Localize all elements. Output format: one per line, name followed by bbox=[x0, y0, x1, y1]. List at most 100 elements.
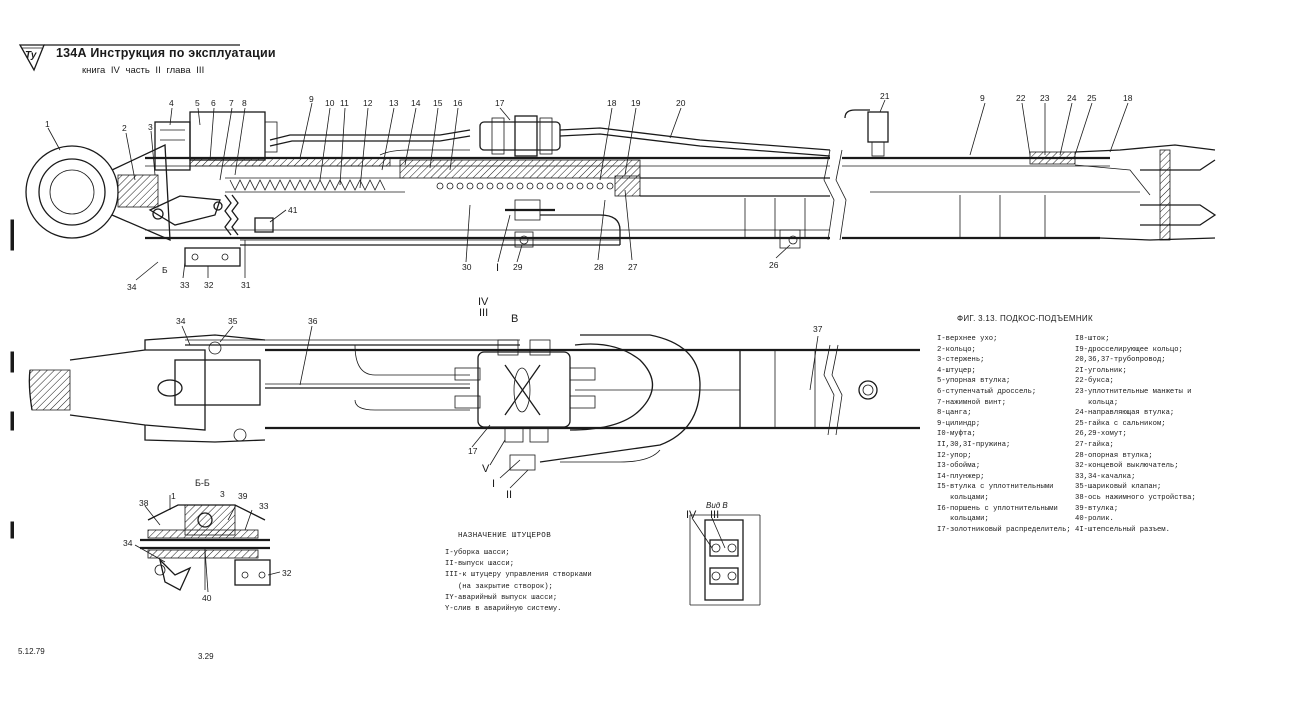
callouts-top-right: 21 9 22 23 24 25 18 bbox=[880, 91, 1133, 103]
callout: 34 bbox=[127, 282, 137, 292]
callout-roman: В bbox=[511, 313, 518, 325]
callout: 19 bbox=[631, 98, 641, 108]
callout: 21 bbox=[880, 91, 890, 101]
view-v-labels: Вид В IV III bbox=[686, 501, 728, 521]
legend-item: 23-уплотнительные манжеты и bbox=[1075, 387, 1192, 396]
tupolev-logo: Ту bbox=[18, 44, 240, 72]
callout: 9 bbox=[309, 94, 314, 104]
margin-marks bbox=[10, 219, 14, 539]
section-b-b-labels: Б-Б 38 1 3 39 33 34 32 40 bbox=[123, 478, 292, 603]
legend-item: 9-цилиндр; bbox=[937, 419, 981, 428]
callout: 18 bbox=[607, 98, 617, 108]
callout-roman: III bbox=[710, 509, 719, 521]
callout: 30 bbox=[462, 262, 472, 272]
page-subtitle: книга IV часть II глава III bbox=[82, 65, 205, 76]
footer-date: 5.12.79 bbox=[18, 647, 45, 656]
callout: 1 bbox=[45, 119, 50, 129]
purpose-item: Y-слив в аварийную систему. bbox=[445, 605, 562, 614]
callout-roman: I bbox=[492, 478, 495, 490]
legend-item: 7-нажимной винт; bbox=[937, 398, 1007, 407]
callout: 29 bbox=[513, 262, 523, 272]
legend-item: кольцами; bbox=[937, 515, 989, 524]
legend-column-1: I-верхнее ухо;2-кольцо;3-стержень;4-штуц… bbox=[937, 334, 1071, 535]
callout: 17 bbox=[495, 98, 505, 108]
purpose-item: III-к штуцеру управления створками bbox=[445, 571, 592, 580]
top-strut-view bbox=[25, 111, 835, 267]
footer-page-number: 3.29 bbox=[198, 652, 214, 661]
callout: 32 bbox=[204, 280, 214, 290]
legend-item: I-верхнее ухо; bbox=[937, 335, 998, 343]
callout: 23 bbox=[1040, 93, 1050, 103]
callout: 5 bbox=[195, 98, 200, 108]
callout: 25 bbox=[1087, 93, 1097, 103]
callout: 32 bbox=[282, 568, 292, 578]
legend-item: кольца; bbox=[1075, 398, 1119, 407]
legend-item: 39-втулка; bbox=[1075, 504, 1119, 513]
legend-item: 26,29-хомут; bbox=[1075, 430, 1127, 439]
callout: 17 bbox=[468, 446, 478, 456]
callout: 40 bbox=[202, 593, 212, 603]
callout: 10 bbox=[325, 98, 335, 108]
purpose-item: (на закрытие створок); bbox=[445, 582, 553, 591]
legend-item: кольцами; bbox=[937, 493, 989, 502]
callout: 35 bbox=[228, 316, 238, 326]
callout: 33 bbox=[180, 280, 190, 290]
leader-lines bbox=[47, 99, 1129, 593]
section-b-b bbox=[140, 495, 271, 591]
logo-text: Ту bbox=[25, 50, 37, 61]
legend-item: 2I-угольник; bbox=[1075, 366, 1127, 375]
view-v bbox=[689, 514, 761, 606]
callout: 34 bbox=[123, 538, 133, 548]
legend-item: 28-опорная втулка; bbox=[1075, 451, 1153, 460]
callout: 37 bbox=[813, 324, 823, 334]
callout: 8 bbox=[242, 98, 247, 108]
callout-roman: I bbox=[496, 262, 499, 274]
figure-caption: ФИГ. 3.13. ПОДКОС-ПОДЪЕМНИК bbox=[957, 314, 1093, 323]
callout: 13 bbox=[389, 98, 399, 108]
callout: Б bbox=[162, 265, 168, 275]
legend-item: 33,34-качалка; bbox=[1075, 472, 1136, 481]
callout: 11 bbox=[340, 98, 349, 108]
legend-item: 5-упорная втулка; bbox=[937, 377, 1011, 386]
callout: 1 bbox=[171, 491, 176, 501]
callout: 3 bbox=[148, 122, 153, 132]
callouts-middle: 34 35 36 37 IV III В 17 V I II bbox=[176, 296, 823, 501]
legend-item: 22-букса; bbox=[1075, 377, 1114, 386]
legend-item: II,30,3I-пружина; bbox=[937, 440, 1011, 449]
middle-plan-view bbox=[28, 334, 920, 471]
purpose-item: IY-аварийный выпуск шасси; bbox=[445, 593, 558, 602]
callout-roman: IV bbox=[478, 296, 489, 308]
view-title: Вид В bbox=[706, 501, 728, 510]
callout: 12 bbox=[363, 98, 373, 108]
callout: 9 bbox=[980, 93, 985, 103]
callout: 36 bbox=[308, 316, 318, 326]
legend-item: I7-золотниковый распределитель; bbox=[937, 525, 1071, 534]
callout: 39 bbox=[238, 491, 248, 501]
legend-item: 20,36,37-трубопровод; bbox=[1075, 356, 1166, 365]
callout: 27 bbox=[628, 262, 638, 272]
legend-item: I2-упор; bbox=[937, 451, 972, 460]
purpose-item: I-уборка шасси; bbox=[445, 549, 510, 557]
legend-item: 8-цанга; bbox=[937, 409, 972, 418]
callout: 26 bbox=[769, 260, 779, 270]
legend-item: 2-кольцо; bbox=[937, 345, 976, 354]
legend-item: I3-обойма; bbox=[937, 462, 981, 471]
callouts-top-bottom: 34 Б 33 32 31 41 30 I 29 28 27 26 bbox=[127, 205, 779, 292]
callout: 6 bbox=[211, 98, 216, 108]
legend-item: I0-муфта; bbox=[937, 430, 976, 439]
top-rod-end-view bbox=[835, 109, 1217, 241]
callout-roman: II bbox=[506, 489, 512, 501]
legend-item: I6-поршень с уплотнительными bbox=[937, 504, 1058, 513]
callout: 18 bbox=[1123, 93, 1133, 103]
purpose-item: II-выпуск шасси; bbox=[445, 560, 515, 569]
legend-item: 6-ступенчатый дроссель; bbox=[937, 387, 1037, 396]
legend-item: 3-стержень; bbox=[937, 356, 985, 365]
callout: 31 bbox=[241, 280, 251, 290]
legend-item: I8-шток; bbox=[1075, 335, 1110, 343]
purpose-title: НАЗНАЧЕНИЕ ШТУЦЕРОВ bbox=[458, 532, 552, 540]
legend-item: 40-ролик. bbox=[1075, 515, 1114, 524]
callout: 22 bbox=[1016, 93, 1026, 103]
ball-row bbox=[436, 182, 614, 190]
legend-item: 25-гайка с сальником; bbox=[1075, 419, 1166, 428]
